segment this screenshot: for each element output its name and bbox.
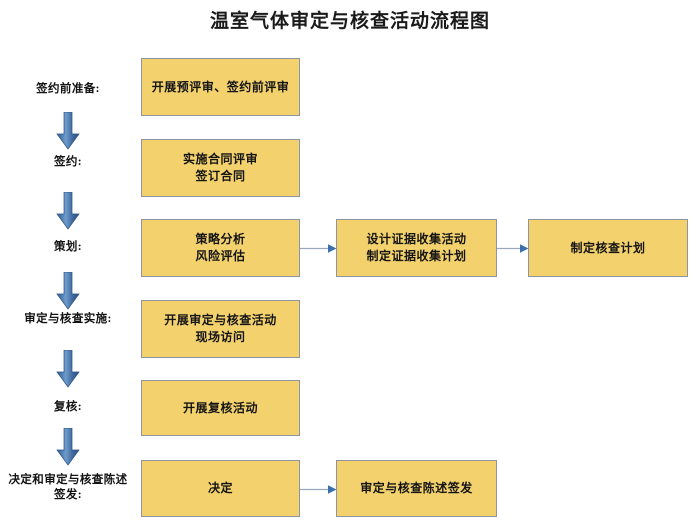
process-box-verification-plan-label: 制定核查计划 — [570, 240, 646, 255]
process-box-evidence-design-label: 设计证据收集活动 制定证据收集计划 — [366, 232, 467, 263]
stage-label-decision-and-statement-issuance: 决定和审定与核查陈述 签发: — [8, 474, 128, 501]
process-box-strategy-risk[interactable]: 策略分析 风险评估 — [141, 219, 300, 277]
arrow-down-icon-3 — [55, 272, 81, 310]
process-box-contract-review-label: 实施合同评审 签订合同 — [182, 152, 258, 183]
process-box-statement-issuance-label: 审定与核查陈述签发 — [360, 481, 473, 495]
process-box-verification-plan[interactable]: 制定核查计划 — [528, 219, 688, 277]
arrow-right-icon-evidence-to-plan — [497, 243, 529, 254]
arrow-down-icon-1 — [55, 112, 81, 150]
process-box-strategy-risk-label: 策略分析 风险评估 — [195, 232, 246, 263]
arrow-right-icon-strategy-to-evidence — [300, 243, 337, 254]
process-box-pre-review-label: 开展预评审、签约前评审 — [151, 79, 290, 94]
process-box-onsite-activity[interactable]: 开展审定与核查活动 现场访问 — [141, 300, 300, 358]
stage-label-pre-contract-preparation: 签约前准备: — [36, 83, 100, 95]
process-box-statement-issuance[interactable]: 审定与核查陈述签发 — [336, 460, 497, 517]
process-box-onsite-activity-label: 开展审定与核查活动 现场访问 — [164, 313, 277, 344]
stage-label-validation-verification-implementation: 审定与核查实施: — [24, 313, 112, 325]
arrow-down-icon-2 — [55, 192, 81, 230]
process-box-pre-review[interactable]: 开展预评审、签约前评审 — [141, 58, 300, 116]
arrow-right-icon-decision-to-statement — [300, 484, 337, 495]
stage-label-review: 复核: — [53, 401, 83, 413]
stage-label-contracting: 签约: — [53, 156, 83, 168]
page-title: 温室气体审定与核查活动流程图 — [209, 11, 490, 32]
process-box-evidence-design[interactable]: 设计证据收集活动 制定证据收集计划 — [336, 219, 497, 277]
process-box-decision-label: 决定 — [207, 481, 233, 495]
process-box-decision[interactable]: 决定 — [141, 460, 300, 517]
arrow-down-icon-5 — [55, 428, 81, 466]
process-box-review-activity-label: 开展复核活动 — [182, 400, 258, 415]
process-box-contract-review[interactable]: 实施合同评审 签订合同 — [141, 139, 300, 197]
arrow-down-icon-4 — [55, 350, 81, 388]
stage-label-planning: 策划: — [53, 241, 83, 253]
process-box-review-activity[interactable]: 开展复核活动 — [141, 380, 300, 436]
